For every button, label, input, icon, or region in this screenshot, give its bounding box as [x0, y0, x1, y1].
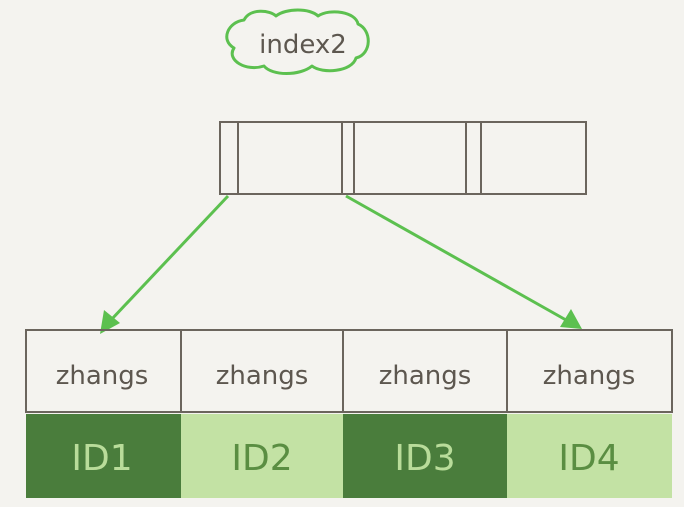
leaf-id-cell-1 [26, 414, 181, 498]
leaf-name-3: zhangs [379, 361, 472, 391]
leaf-name-row-outline [25, 329, 673, 413]
leaf-id-3: ID3 [394, 438, 455, 479]
leaf-node: zhangs zhangs zhangs zhangs ID1 ID2 ID3 … [25, 329, 673, 498]
leaf-id-cell-2 [181, 414, 343, 498]
root-node [219, 121, 587, 195]
index-label-text: index2 [259, 30, 347, 60]
pointer-arrows [100, 194, 582, 334]
leaf-id-1: ID1 [71, 438, 132, 479]
arrow-left-line [109, 194, 230, 322]
leaf-id-4: ID4 [558, 438, 619, 479]
leaf-id-cell-4 [507, 414, 672, 498]
leaf-id-2: ID2 [231, 438, 292, 479]
leaf-name-1: zhangs [56, 361, 149, 391]
arrow-right-head [560, 309, 582, 329]
arrow-right-line [345, 194, 567, 322]
index-label-cloud: index2 [225, 8, 370, 75]
root-node-outline [219, 121, 587, 195]
leaf-name-2: zhangs [216, 361, 309, 391]
leaf-id-cell-3 [343, 414, 507, 498]
leaf-name-4: zhangs [543, 361, 636, 391]
cloud-outline [225, 8, 370, 75]
arrow-left-head [100, 310, 120, 334]
